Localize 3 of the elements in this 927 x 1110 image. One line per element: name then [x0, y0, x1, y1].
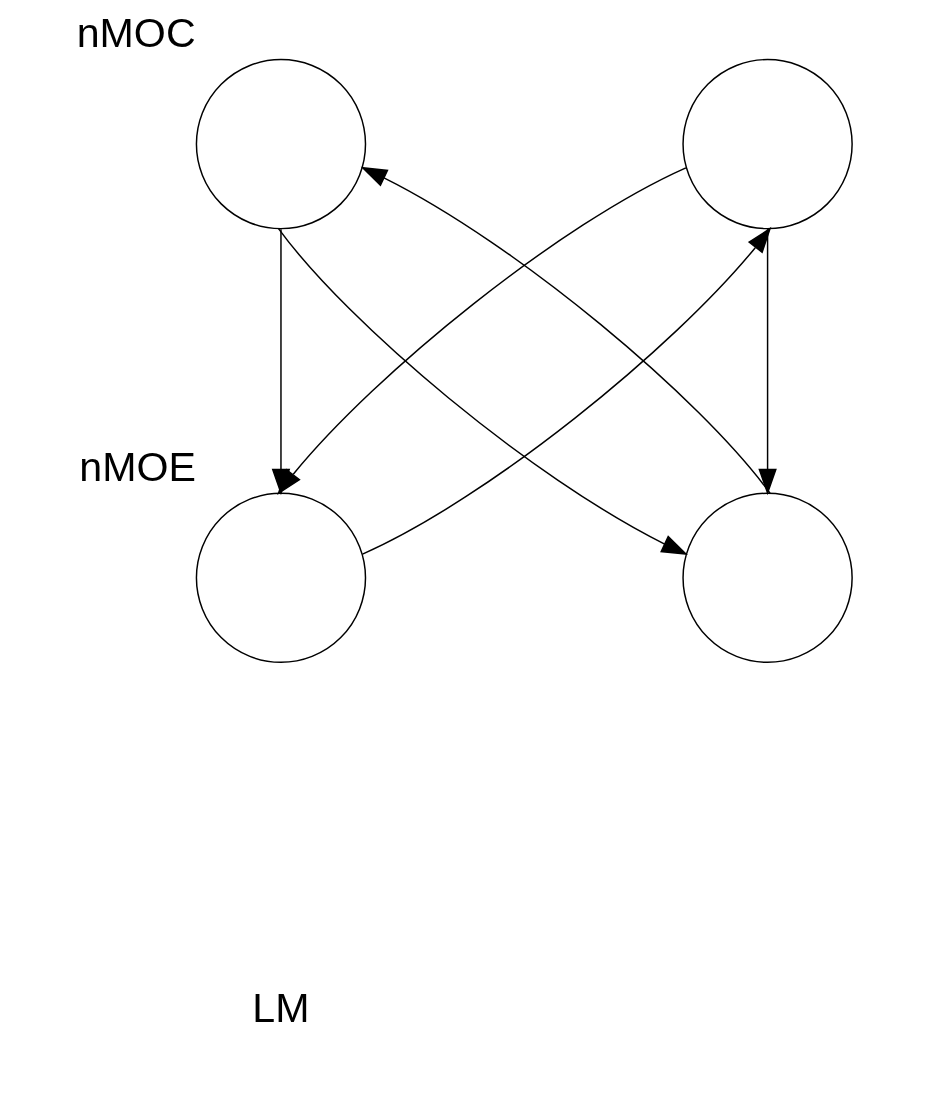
node-label: nMOC [76, 9, 196, 56]
node-label: nMOE [78, 443, 196, 490]
label: LM [251, 984, 310, 1031]
